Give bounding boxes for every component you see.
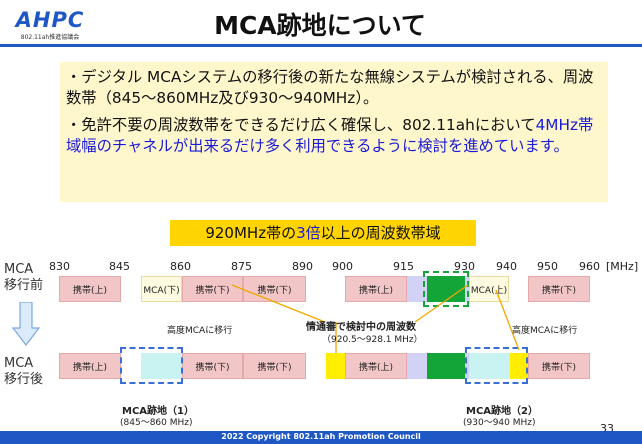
footer-bar (0, 431, 642, 444)
seg-before-mobile-down-3: 携帯(下) (528, 276, 590, 302)
footer-copyright: 2022 Copyright 802.11ah Promotion Counci… (221, 432, 421, 441)
band-label-post: 以上の周波数帯域 (320, 224, 441, 242)
slide-title: MCA跡地について (214, 11, 426, 40)
line-info-right (414, 284, 469, 323)
seg-after-lav (407, 353, 427, 379)
tick-830: 830 (49, 260, 70, 273)
seg-before-ah (427, 276, 465, 302)
seg-after-ah (427, 353, 465, 379)
note-site2-line2: (930～940 MHz) (463, 418, 536, 428)
note-migrate-right: 高度MCAに移行 (512, 326, 578, 336)
ah-highlight-box (423, 271, 469, 307)
band-label-highlight: 3倍 (296, 224, 321, 242)
row-label-before: MCA 移行前 (4, 262, 44, 293)
tick-900: 900 (332, 260, 353, 273)
seg-after-mobile-down-3: 携帯(下) (528, 353, 590, 379)
bullet-2-text: ・免許不要の周波数帯をできるだけ広く確保し、802.11ahにおいて (66, 116, 536, 134)
ahpc-logo: AHPC 802.11ah推進協議会 (4, 2, 96, 41)
seg-after-yellow-1 (326, 353, 345, 379)
down-arrow-icon (12, 302, 40, 346)
seg-before-mobile-up-2: 携帯(上) (345, 276, 407, 302)
header-divider (0, 44, 642, 47)
note-info-line1: 情通審で検討中の周波数 (306, 322, 416, 333)
tick-845: 845 (109, 260, 130, 273)
seg-before-mobile-down-1: 携帯(下) (182, 276, 243, 302)
seg-after-yellow-2 (510, 353, 528, 379)
tick-915: 915 (393, 260, 414, 273)
site-2-box (465, 347, 528, 384)
seg-before-mca-down: MCA(下) (141, 276, 182, 302)
tick-960: 960 (579, 260, 600, 273)
seg-after-mobile-up-2: 携帯(上) (345, 353, 407, 379)
seg-after-mobile-up: 携帯(上) (59, 353, 121, 379)
bullet-2: ・免許不要の周波数帯をできるだけ広く確保し、802.11ahにおいて4MHz帯域… (66, 115, 602, 157)
line-info-left (231, 284, 326, 323)
site-1-box (120, 347, 183, 384)
band-label-pre: 920MHz帯の (205, 224, 297, 242)
tick-930: 930 (454, 260, 475, 273)
seg-after-site-1 (141, 353, 182, 379)
logo-text: AHPC (15, 8, 85, 32)
tick-940: 940 (496, 260, 517, 273)
tick-875: 875 (231, 260, 252, 273)
bullet-box: ・デジタル MCAシステムの移行後の新たな無線システムが検討される、周波数帯（8… (60, 62, 608, 202)
band-label: 920MHz帯の3倍以上の周波数帯域 (170, 220, 476, 246)
tick-860: 860 (170, 260, 191, 273)
tick-890: 890 (292, 260, 313, 273)
note-site1-line1: MCA跡地（1） (122, 406, 194, 417)
seg-before-lav (407, 276, 427, 302)
tick-950: 950 (537, 260, 558, 273)
bullet-1: ・デジタル MCAシステムの移行後の新たな無線システムが検討される、周波数帯（8… (66, 68, 594, 107)
seg-before-mobile-up: 携帯(上) (59, 276, 121, 302)
note-site2-line1: MCA跡地（2） (466, 406, 538, 417)
seg-after-lav-2 (465, 353, 469, 379)
line-to-yellow-2 (495, 289, 520, 351)
note-info-line2: （920.5～928.1 MHz） (322, 335, 423, 345)
row-label-after: MCA 移行後 (4, 356, 44, 387)
bullet-2-highlight: 4MHz帯域幅のチャネルが出来るだけ多く利用できるように検討を進めています。 (66, 116, 594, 155)
note-site1-line2: (845～860 MHz) (120, 418, 193, 428)
seg-after-site-2 (469, 353, 510, 379)
seg-after-mobile-down-2: 携帯(下) (243, 353, 306, 379)
note-migrate-left: 高度MCAに移行 (167, 326, 233, 336)
logo-subtitle: 802.11ah推進協議会 (20, 34, 80, 41)
tick-unit: [MHz] (606, 260, 639, 273)
seg-before-mca-up: MCA(上) (469, 276, 509, 302)
seg-after-mobile-down-1: 携帯(下) (182, 353, 243, 379)
